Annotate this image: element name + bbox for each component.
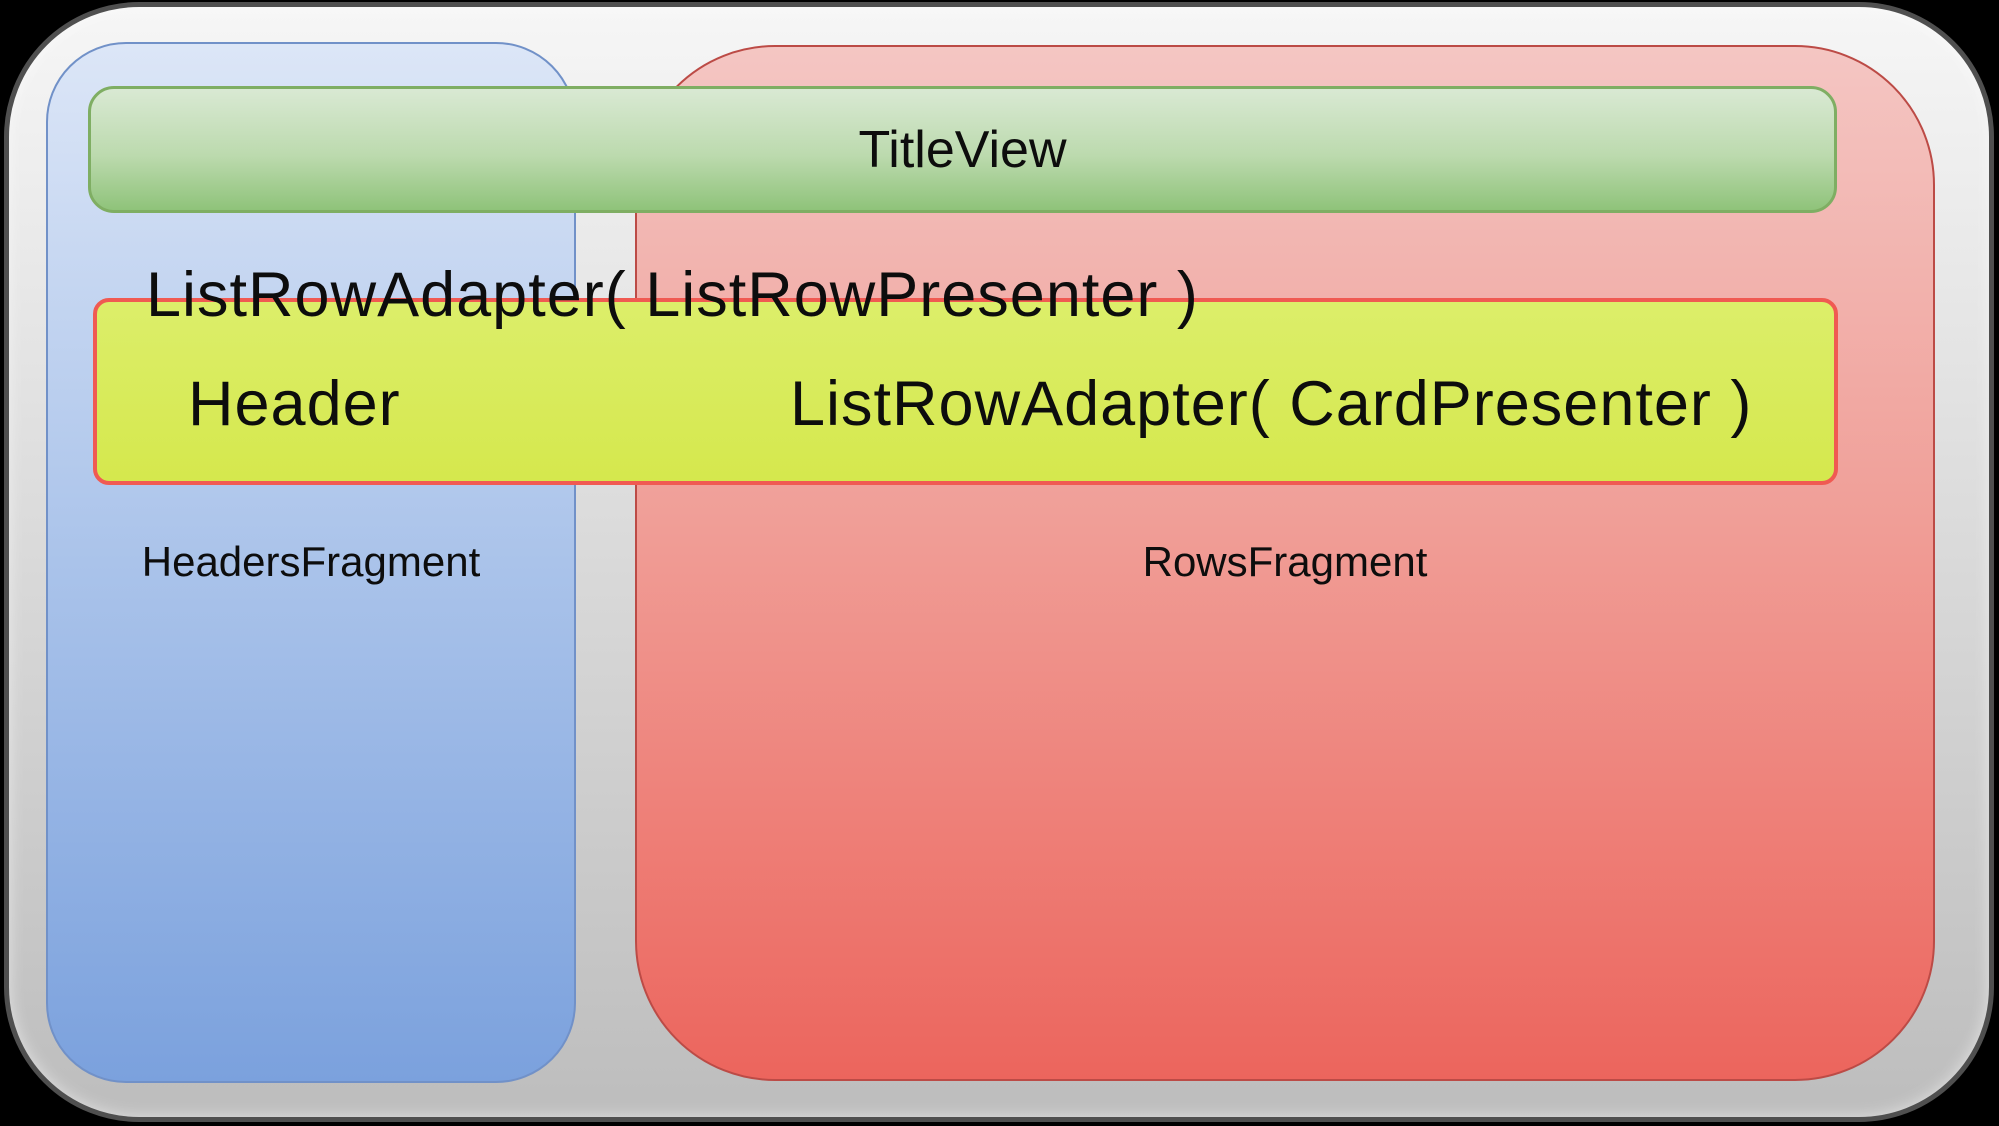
list-row-adapter-card-presenter-label: ListRowAdapter( CardPresenter ) [790, 369, 1753, 439]
rows-fragment-panel [635, 45, 1935, 1081]
header-label: Header [188, 369, 401, 439]
selected-row-box [93, 298, 1838, 485]
rows-fragment-label: RowsFragment [1142, 538, 1428, 585]
headers-fragment-panel [46, 42, 576, 1083]
title-view-label: TitleView [858, 120, 1067, 179]
headers-fragment-label: HeadersFragment [141, 538, 481, 585]
title-view-bar: TitleView [88, 86, 1837, 213]
list-row-adapter-list-row-presenter-label: ListRowAdapter( ListRowPresenter ) [146, 260, 1199, 330]
